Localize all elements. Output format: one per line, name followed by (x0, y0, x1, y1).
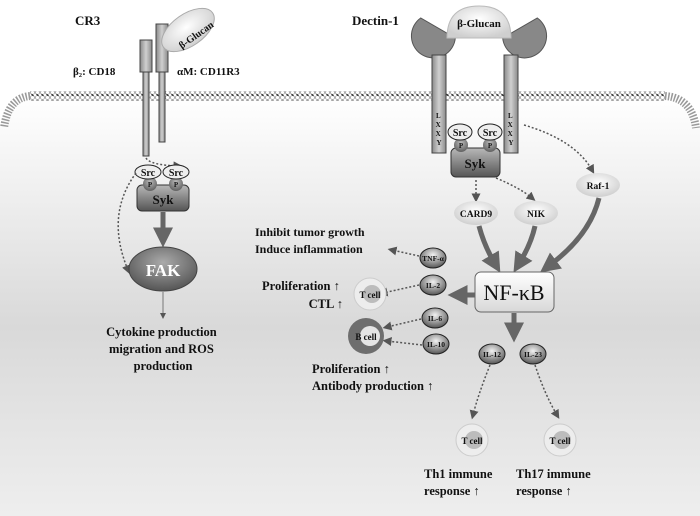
nfkb-node (474, 271, 555, 313)
tnf-outcome: Inhibit tumor growth Induce inflammation (255, 225, 368, 256)
dectin1-crd-right (502, 17, 548, 59)
tcell-ctl: T cell (353, 277, 387, 311)
cytoplasm (0, 96, 700, 516)
cd18-stalk (142, 71, 150, 157)
bcell-outcome: Proliferation ↑ Antibody production ↑ (312, 362, 433, 393)
cr3-syk-label: Syk (153, 192, 175, 207)
tcell-th1: T cell (455, 423, 489, 457)
tcell-th17-label: T cell (549, 436, 571, 446)
dectin1-p1-label: P (459, 142, 464, 150)
il2-outcome: Proliferation ↑ CTL ↑ (262, 279, 343, 311)
arrow-nik-to-nfkb (513, 225, 538, 273)
cr3-src2-label: Src (169, 168, 184, 179)
cr3-p1 (143, 177, 157, 191)
il2-label: IL-2 (426, 281, 440, 290)
cd18-extracellular (139, 39, 153, 73)
dectin1-src1-label: Src (453, 128, 468, 139)
arrow-il23-to-tcell (534, 364, 560, 419)
card9-label: CARD9 (460, 210, 492, 220)
arrow-dectin-to-raf1 (523, 124, 595, 174)
cytokine-il10: IL-10 (422, 333, 450, 355)
dectin1-p2-label: P (488, 142, 493, 150)
dectin1-syk-label: Syk (465, 156, 487, 171)
arrow-il12-to-tcell (469, 364, 491, 420)
raf1-label: Raf-1 (587, 182, 610, 192)
fak-outcome: Cytokine production migration and ROS pr… (106, 325, 220, 373)
fak-label: FAK (146, 261, 181, 280)
cytokine-il23: IL-23 (519, 343, 547, 365)
cr3-src1 (134, 164, 162, 180)
cr3-p2 (169, 177, 183, 191)
bcell: B cell (348, 318, 384, 354)
arrow-card9-to-nfkb (476, 225, 501, 273)
dectin1-stalk-right (503, 54, 519, 154)
dectin1-syk-complex: Syk P P Src Src (447, 123, 503, 178)
nik-label: NIK (527, 210, 546, 220)
dectin1-src2 (477, 123, 503, 141)
itam-left: L X X Y (436, 112, 443, 147)
dectin1-p1 (454, 138, 468, 152)
arrow-tnf-to-outcome (387, 246, 420, 257)
arrow-il6-to-bcell (382, 318, 422, 331)
cr3-src1-label: Src (141, 168, 156, 179)
nfkb-label: NF-κB (483, 280, 544, 305)
th17-outcome: Th17 immune response ↑ (516, 467, 594, 498)
cr3-syk (136, 184, 190, 212)
dectin1-stalk-left (431, 54, 447, 154)
fak-node (128, 246, 198, 292)
cr3-title: CR3 (75, 13, 101, 28)
dectin1-glucan (446, 5, 512, 39)
bcell-label: B cell (355, 332, 377, 342)
dectin1-src1 (447, 123, 473, 141)
cr3-p1-label: P (148, 181, 153, 189)
dectin1-syk (450, 147, 501, 178)
arrow-il10-to-bcell (382, 337, 423, 346)
cr3-glucan (161, 7, 215, 53)
dectin1-glucan-label: β-Glucan (457, 18, 501, 30)
dectin1-src2-label: Src (483, 128, 498, 139)
cytokine-il12: IL-12 (478, 343, 506, 365)
card9-node (454, 201, 498, 225)
arrow-syk-to-nik (495, 177, 536, 201)
cr3-p2-label: P (174, 181, 179, 189)
il12-label: IL-12 (483, 350, 501, 359)
cr3-syk-complex: Syk P P Src Src (134, 164, 190, 212)
cytokine-il6: IL-6 (421, 307, 449, 329)
dectin1-p2 (483, 138, 497, 152)
cr3-src2 (162, 164, 190, 180)
dectin1-title: Dectin-1 (352, 13, 399, 28)
dectin1-crd-left (410, 17, 456, 59)
cd11r3-stalk (158, 71, 166, 143)
itam-right: L X X Y (508, 112, 515, 147)
cd11r3-label: αM: CD11R3 (177, 66, 240, 78)
tnf-label: TNF-α (422, 254, 444, 263)
il10-label: IL-10 (427, 340, 445, 349)
cytokine-il2: IL-2 (419, 274, 447, 296)
cr3-receptor: β-Glucan β₂: CD18 αM: CD11R3 (73, 7, 240, 157)
tcell-th1-label: T cell (461, 436, 483, 446)
il6-label: IL-6 (428, 314, 442, 323)
tcell-th17: T cell (543, 423, 577, 457)
cytokine-tnf: TNF-α (419, 247, 447, 269)
il23-label: IL-23 (524, 350, 542, 359)
raf1-node (576, 173, 620, 197)
dectin1-receptor: β-Glucan L X X Y L X X Y (410, 5, 548, 154)
arrow-raf1-to-nfkb (540, 197, 602, 273)
cd18-label: β₂: CD18 (73, 66, 116, 78)
arrow-src-to-fak (117, 172, 137, 275)
tcell-ctl-label: T cell (359, 290, 381, 300)
nik-node (514, 201, 558, 225)
th1-outcome: Th1 immune response ↑ (424, 467, 496, 498)
cell-membrane (0, 91, 700, 129)
